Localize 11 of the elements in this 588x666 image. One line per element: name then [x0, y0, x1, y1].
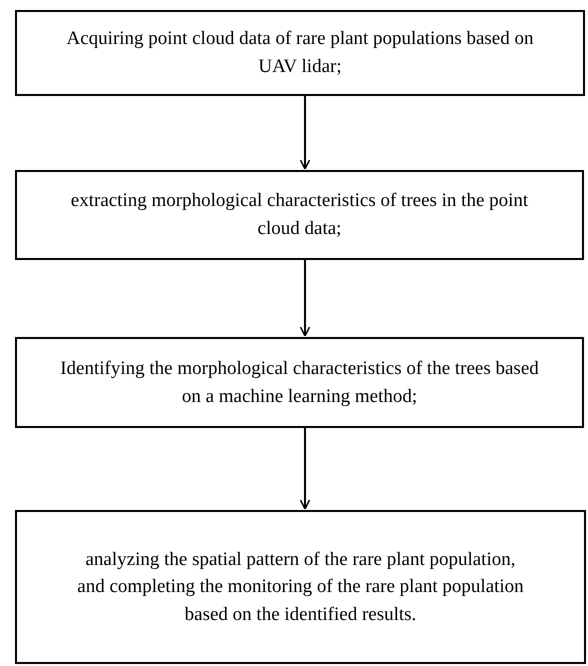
arrow [300, 428, 310, 510]
step-text: Identifying the morphological characteristics of the trees based on a machine learning method; [59, 356, 540, 408]
process-box [15, 170, 584, 260]
arrow [300, 96, 310, 170]
step-text: analyzing the spatial pattern of the rare plant population, and completing the monitoring of the rare plant population based on the identified results. [76, 548, 525, 627]
step-text: extracting morphological characteristics of trees in the point cloud data; [70, 189, 530, 241]
process-box [15, 337, 584, 428]
process-box [15, 510, 586, 664]
arrow [300, 260, 310, 337]
step-text: Acquiring point cloud data of rare plant populations based on UAV lidar; [66, 27, 534, 79]
process-box [15, 10, 585, 96]
